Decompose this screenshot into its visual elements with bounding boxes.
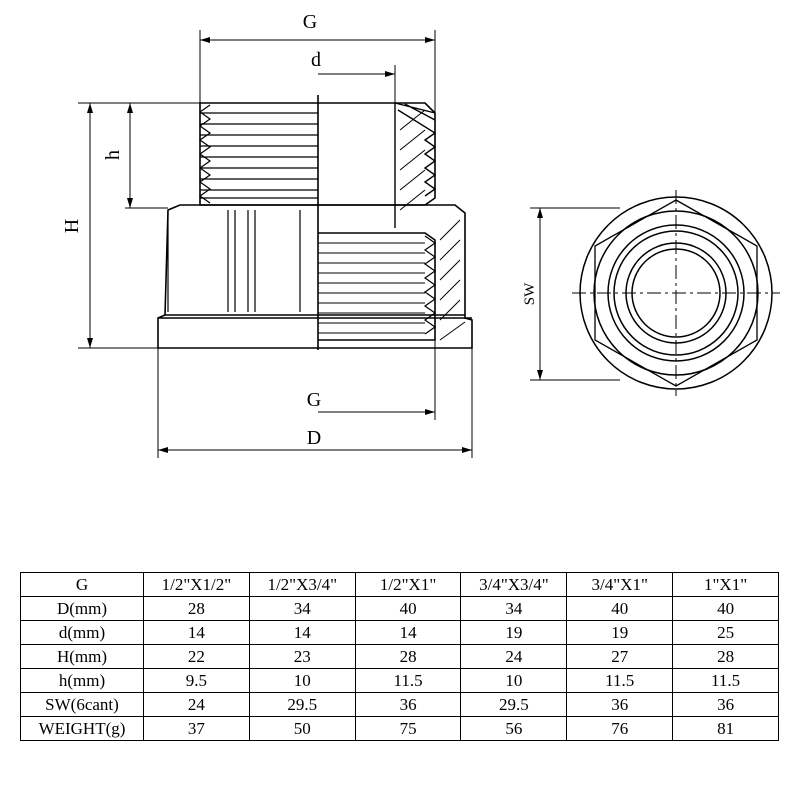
dim-label-G-bottom: G — [307, 389, 321, 411]
side-view — [157, 95, 473, 350]
female-section-hatch — [439, 219, 466, 341]
table-header-cell: 3/4"X1" — [566, 572, 674, 597]
female-thread-profile — [423, 235, 437, 335]
male-thread-profile-right — [394, 102, 437, 197]
table-cell: 37 — [143, 716, 250, 741]
table-cell: 28 — [143, 596, 250, 621]
table-cell: 14 — [143, 620, 250, 645]
table-row-label: d(mm) — [20, 620, 144, 645]
table-cell: 75 — [354, 716, 462, 741]
table-cell: 10 — [460, 668, 568, 693]
table-row: d(mm) 14 14 14 19 19 25 — [20, 620, 779, 645]
table-cell: 50 — [248, 716, 356, 741]
dim-label-SW: SW — [522, 282, 538, 305]
hex-body-outline — [157, 204, 473, 349]
hex-faces — [167, 210, 301, 312]
table-cell: 56 — [460, 716, 568, 741]
technical-drawing: G d H h G D SW — [61, 11, 780, 458]
male-thread-lines-left — [200, 112, 318, 199]
female-thread-outline — [318, 232, 436, 341]
table-cell: 40 — [354, 596, 462, 621]
dimension-lines — [78, 30, 620, 458]
table-cell: 23 — [248, 644, 356, 669]
table-cell: 29.5 — [248, 692, 356, 717]
table-cell: 28 — [354, 644, 462, 669]
table-row: WEIGHT(g) 37 50 75 56 76 81 — [20, 716, 779, 741]
table-cell: 28 — [672, 644, 779, 669]
table-cell: 76 — [566, 716, 674, 741]
table-row: H(mm) 22 23 28 24 27 28 — [20, 644, 779, 669]
dim-label-d: d — [311, 49, 321, 71]
table-header-cell: 1/2"X3/4" — [248, 572, 356, 597]
table-cell: 10 — [248, 668, 356, 693]
table-cell: 24 — [143, 692, 250, 717]
female-thread-lines — [318, 242, 425, 334]
table-header-cell: G — [20, 572, 144, 597]
table-cell: 36 — [354, 692, 462, 717]
table-cell: 36 — [672, 692, 779, 717]
table-row: D(mm) 28 34 40 34 40 40 — [20, 596, 779, 621]
table-row: SW(6cant) 24 29.5 36 29.5 36 36 — [20, 692, 779, 717]
table-cell: 29.5 — [460, 692, 568, 717]
dim-label-H: H — [61, 219, 83, 233]
table-header-cell: 3/4"X3/4" — [460, 572, 568, 597]
table-cell: 11.5 — [566, 668, 674, 693]
table-row-label: SW(6cant) — [20, 692, 144, 717]
table-cell: 34 — [460, 596, 568, 621]
table-cell: 19 — [460, 620, 568, 645]
table-header-cell: 1/2"X1" — [354, 572, 462, 597]
table-cell: 14 — [248, 620, 356, 645]
table-cell: 24 — [460, 644, 568, 669]
table-cell: 36 — [566, 692, 674, 717]
table-cell: 22 — [143, 644, 250, 669]
table-cell: 27 — [566, 644, 674, 669]
table-header-row: G 1/2"X1/2" 1/2"X3/4" 1/2"X1" 3/4"X3/4" … — [20, 572, 779, 597]
table-row-label: D(mm) — [20, 596, 144, 621]
table-cell: 14 — [354, 620, 462, 645]
front-view — [572, 190, 780, 396]
male-section-hatch — [399, 109, 426, 211]
table-cell: 25 — [672, 620, 779, 645]
table-cell: 19 — [566, 620, 674, 645]
dim-label-D: D — [307, 427, 321, 449]
table-cell: 40 — [566, 596, 674, 621]
spec-table: G 1/2"X1/2" 1/2"X3/4" 1/2"X1" 3/4"X3/4" … — [20, 572, 779, 741]
dim-label-h: h — [102, 150, 124, 160]
table-row: h(mm) 9.5 10 11.5 10 11.5 11.5 — [20, 668, 779, 693]
table-cell: 34 — [248, 596, 356, 621]
table-cell: 11.5 — [672, 668, 779, 693]
table-header-cell: 1"X1" — [672, 572, 779, 597]
table-row-label: H(mm) — [20, 644, 144, 669]
table-cell: 11.5 — [354, 668, 462, 693]
table-cell: 81 — [672, 716, 779, 741]
table-row-label: h(mm) — [20, 668, 144, 693]
table-row-label: WEIGHT(g) — [20, 716, 144, 741]
dim-label-G-top: G — [303, 11, 317, 33]
table-cell: 9.5 — [143, 668, 250, 693]
male-thread-profile-left — [198, 104, 212, 204]
table-cell: 40 — [672, 596, 779, 621]
table-header-cell: 1/2"X1/2" — [143, 572, 250, 597]
